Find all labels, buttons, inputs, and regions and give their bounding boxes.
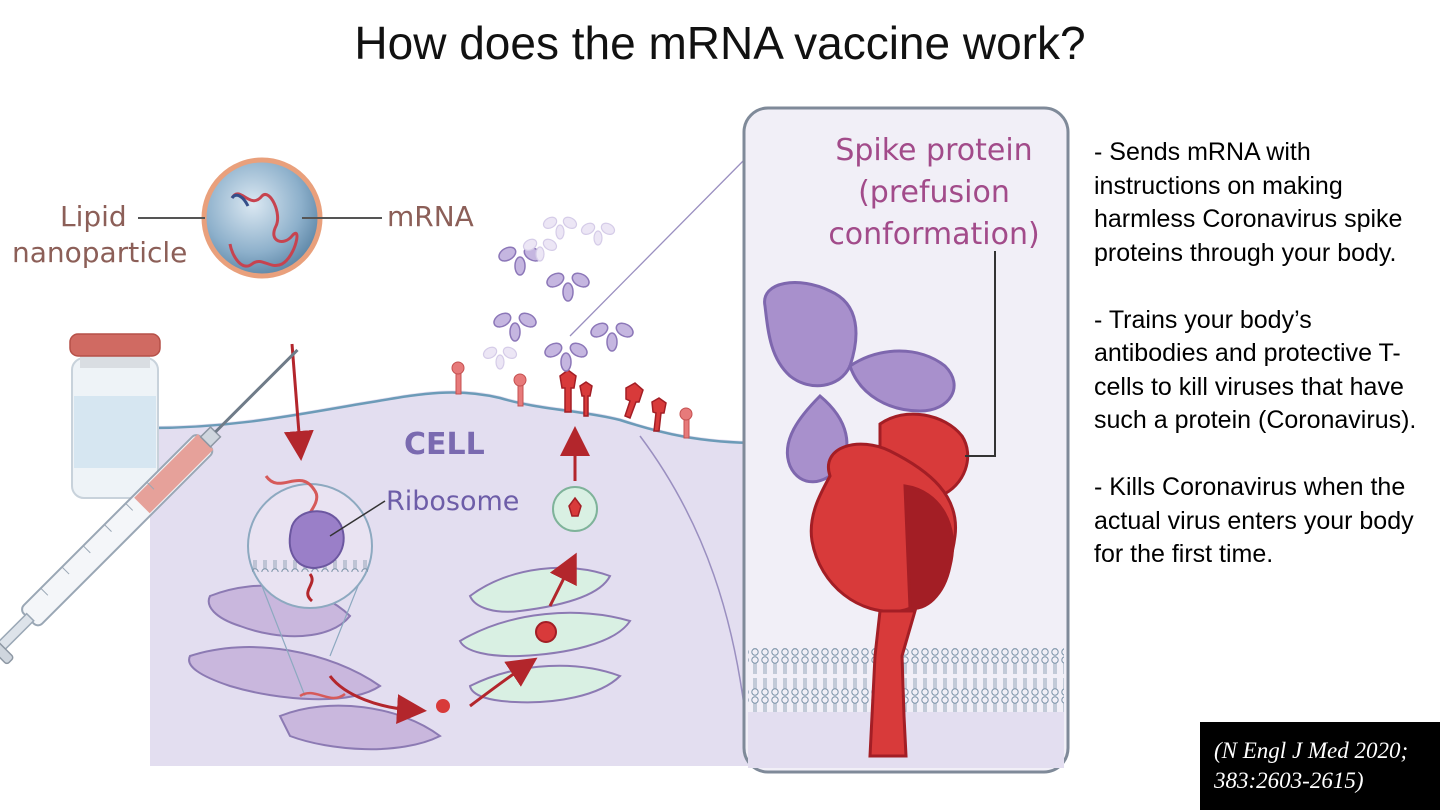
bullet-item: - Sends mRNA with instructions on making…	[1094, 138, 1403, 267]
label-spike-protein: Spike protein	[835, 133, 1032, 168]
surface-spike-proteins	[451, 361, 693, 439]
citation-line: 383:2603-2615)	[1214, 768, 1364, 793]
citation-line: (N Engl J Med 2020;	[1214, 738, 1409, 763]
label-cell: CELL	[404, 427, 485, 462]
process-arrows	[283, 343, 590, 725]
syringe	[0, 348, 299, 665]
bullet-item: - Trains your body’s antibodies and prot…	[1094, 305, 1417, 435]
label-lipid: Lipid	[60, 200, 127, 233]
label-mrna: mRNA	[387, 200, 474, 233]
ribosome	[288, 510, 345, 570]
mrna-strand	[228, 192, 299, 268]
mrna-vaccine-illustration: Lipid nanoparticle mRNA CELL Ribosome Sp…	[0, 106, 1070, 774]
antibody-large	[763, 281, 956, 484]
cell-membrane	[149, 391, 761, 445]
label-prefusion: (prefusion	[858, 175, 1010, 210]
label-ribosome: Ribosome	[386, 486, 519, 517]
antibodies	[493, 246, 634, 372]
slide-title: How does the mRNA vaccine work?	[354, 17, 1086, 69]
bullet-list: - Sends mRNA with instructions on making…	[1094, 136, 1429, 605]
label-nanoparticle: nanoparticle	[12, 236, 187, 269]
vaccine-vial	[69, 333, 161, 499]
bullet-item: - Kills Coronavirus when the actual viru…	[1094, 473, 1414, 568]
label-conformation: conformation)	[828, 217, 1039, 252]
citation-box: (N Engl J Med 2020; 383:2603-2615)	[1200, 722, 1440, 810]
spike-protein-large	[809, 412, 970, 758]
